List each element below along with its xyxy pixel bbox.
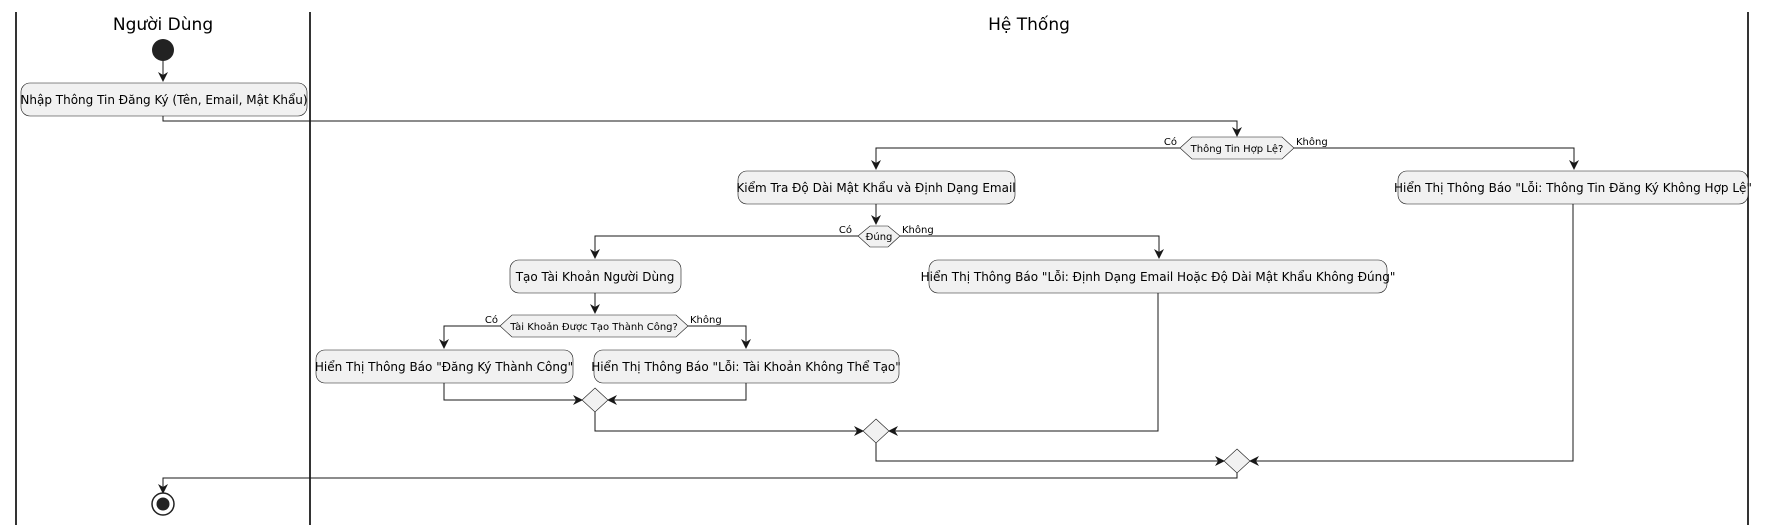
edge-merge3-to-end [158, 473, 1238, 494]
decision-correct-label: Đúng [866, 231, 893, 243]
edge-valid-yes [871, 147, 1180, 170]
action-show-create-error-label: Hiển Thị Thông Báo "Lỗi: Tài Khoản Không… [591, 360, 901, 374]
branch-correct-no: Không [902, 224, 934, 236]
action-show-success-label: Hiển Thị Thông Báo "Đăng Ký Thành Công" [315, 360, 573, 374]
lane-title-system: Hệ Thống [988, 14, 1070, 35]
action-check-length-format-label: Kiểm Tra Độ Dài Mật Khẩu và Định Dạng Em… [736, 181, 1015, 195]
branch-created-no: Không [690, 314, 722, 326]
branch-correct-yes: Có [839, 224, 852, 236]
edge-merge1-to-merge2 [594, 412, 864, 436]
merge-node-3 [1223, 448, 1251, 474]
edge-created-yes [439, 325, 500, 349]
merge-node-2 [862, 418, 890, 444]
action-show-format-error-label: Hiển Thị Thông Báo "Lỗi: Định Dạng Email… [921, 270, 1396, 284]
branch-valid-yes: Có [1164, 136, 1177, 148]
end-node-inner [156, 497, 170, 511]
edge-merge2-to-merge3 [875, 443, 1225, 466]
decision-valid-info-label: Thông Tin Hợp Lệ? [1190, 143, 1284, 155]
edge-correct-yes [590, 235, 858, 259]
edge-success-to-merge1 [443, 383, 583, 405]
decision-account-created-label: Tài Khoản Được Tạo Thành Công? [509, 321, 678, 333]
branch-valid-no: Không [1296, 136, 1328, 148]
action-enter-info-label: Nhập Thông Tin Đăng Ký (Tên, Email, Mật … [20, 93, 307, 107]
branch-created-yes: Có [485, 314, 498, 326]
start-node [152, 39, 174, 61]
merge-node-1 [581, 387, 609, 413]
edge-create-error-to-merge1 [607, 383, 747, 405]
lane-title-user: Người Dùng [113, 15, 213, 35]
action-enter-info [20, 82, 308, 117]
edge-correct-no [900, 235, 1164, 259]
edge-valid-no [1294, 147, 1579, 170]
action-create-account-label: Tạo Tài Khoản Người Dùng [515, 270, 675, 284]
action-show-invalid-info-label: Hiển Thị Thông Báo "Lỗi: Thông Tin Đăng … [1394, 181, 1752, 195]
edge-format-error-to-merge2 [888, 293, 1159, 436]
edge-enter-to-valid [162, 116, 1242, 137]
edge-created-no [688, 325, 751, 349]
edge-invalid-info-to-merge3 [1249, 204, 1574, 466]
